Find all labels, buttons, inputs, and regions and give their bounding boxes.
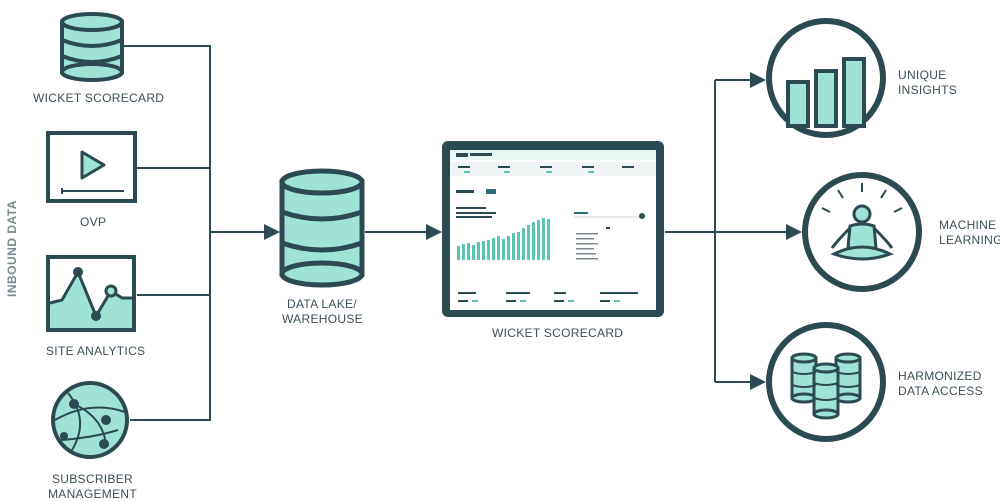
hub-label: DATA LAKE/ WAREHOUSE (282, 297, 363, 327)
data-lake-database-icon (279, 168, 365, 288)
hub-label-line1: DATA LAKE/ (287, 297, 357, 311)
dashboard-bars (457, 218, 550, 260)
output-label-machine-learning: MACHINE LEARNING (939, 218, 1000, 248)
database-stack-icon (766, 322, 886, 442)
source-label-wicket-scorecard: WICKET SCORECARD (33, 91, 165, 105)
output-1-line2: INSIGHTS (898, 83, 958, 97)
database-icon (60, 12, 124, 82)
output-label-harmonized-data-access: HARMONIZED DATA ACCESS (898, 369, 983, 399)
source-label-subscriber-management: SUBSCRIBER MANAGEMENT (47, 472, 137, 501)
video-player-icon (46, 131, 137, 203)
output-label-unique-insights: UNIQUE INSIGHTS (898, 68, 957, 98)
output-3-line1: HARMONIZED (898, 369, 982, 383)
hub-label-line2: WAREHOUSE (282, 312, 363, 326)
inbound-data-label: INBOUND DATA (5, 200, 19, 297)
output-1-line1: UNIQUE (898, 68, 947, 82)
bar-chart-icon (766, 18, 886, 138)
output-2-line1: MACHINE (939, 218, 997, 232)
output-3-line2: DATA ACCESS (898, 384, 983, 398)
source-connectors (124, 45, 442, 421)
output-connectors (665, 72, 802, 390)
globe-network-icon (51, 381, 129, 459)
dashboard-tablet-icon (442, 141, 664, 317)
dashboard-label: WICKET SCORECARD (492, 326, 624, 340)
output-2-line2: LEARNING (939, 233, 1000, 247)
source-label-site-analytics: SITE ANALYTICS (46, 344, 146, 358)
meditating-figure-icon (802, 172, 922, 292)
line-chart-icon (46, 255, 136, 332)
source-label-ovp: OVP (80, 215, 107, 229)
